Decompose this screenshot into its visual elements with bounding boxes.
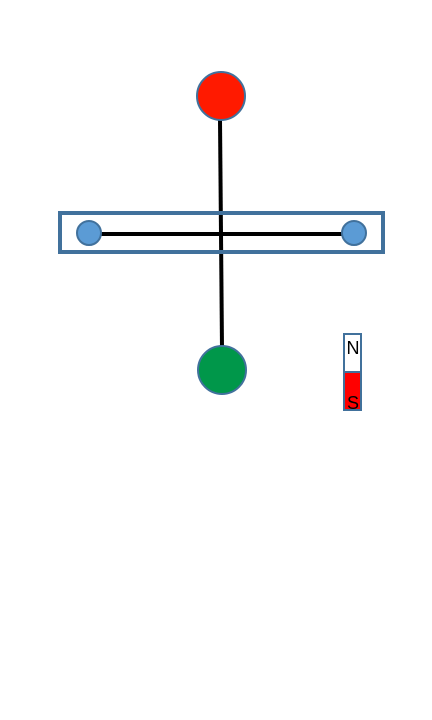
left-ball	[76, 220, 102, 246]
magnet-south-pole	[343, 371, 362, 411]
bottom-ball	[197, 345, 247, 395]
right-ball	[341, 220, 367, 246]
bar-magnet: N S	[343, 333, 362, 413]
horizontal-frame	[58, 211, 385, 254]
magnet-south-label: S	[347, 393, 359, 413]
magnet-north-label: N	[347, 338, 360, 358]
top-ball	[196, 71, 246, 121]
